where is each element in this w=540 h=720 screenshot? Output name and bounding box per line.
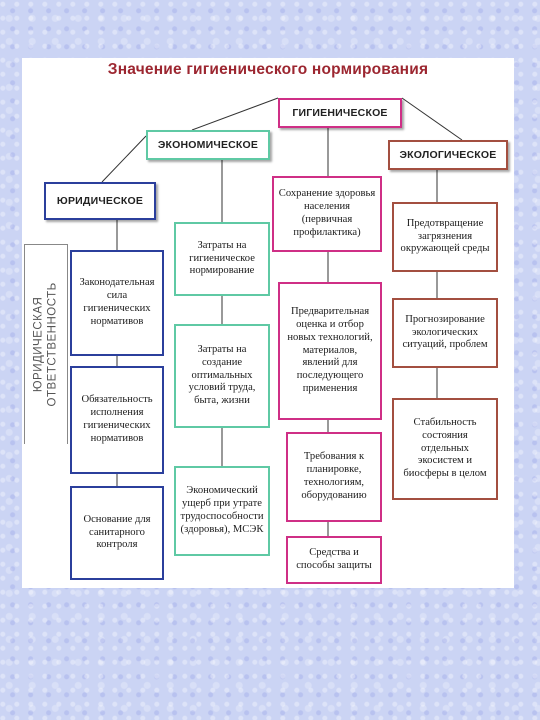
slide: Значение гигиенического нормирования юри… <box>22 58 514 588</box>
ecological-item-1: Предотвращение загрязнения окружающей ср… <box>392 202 498 272</box>
connector-economic-legal <box>101 135 147 183</box>
economic-item-3: Экономический ущерб при утрате трудоспос… <box>174 466 270 556</box>
hygienic-item-3: Требования к планировке, технологиям, об… <box>286 432 382 522</box>
connector-root-economic <box>191 97 279 131</box>
ecological-header: ЭКОЛОГИЧЕСКОЕ <box>388 140 508 170</box>
legal-item-1: Законодательная сила гигиенических норма… <box>70 250 164 356</box>
hygienic-item-1: Сохранение здоровья населения (первичная… <box>272 176 382 252</box>
root-hygienic-header: ГИГИЕНИЧЕСКОЕ <box>278 98 402 128</box>
connector-root-ecological <box>401 97 463 141</box>
hygienic-item-4: Средства и способы защиты <box>286 536 382 584</box>
ecological-item-3: Стабильность состояния отдельных экосист… <box>392 398 498 500</box>
legal-responsibility-label: юридическая ответственность <box>24 244 68 444</box>
hygienic-item-2: Предварительная оценка и отбор новых тех… <box>278 282 382 420</box>
legal-item-2: Обязательность исполнения гигиенических … <box>70 366 164 474</box>
side-label-line1: юридическая <box>32 296 45 393</box>
diagram-title: Значение гигиенического нормирования <box>107 61 429 78</box>
economic-item-2: Затраты на создание оптимальных условий … <box>174 324 270 428</box>
legal-item-3: Основание для санитарного контроля <box>70 486 164 580</box>
legal-header: ЮРИДИЧЕСКОЕ <box>44 182 156 220</box>
ecological-item-2: Прогнозирование экологических ситуаций, … <box>392 298 498 368</box>
economic-header: ЭКОНОМИЧЕСКОЕ <box>146 130 270 160</box>
economic-item-1: Затраты на гигиеническое нормирование <box>174 222 270 296</box>
side-label-line2: ответственность <box>47 282 59 407</box>
